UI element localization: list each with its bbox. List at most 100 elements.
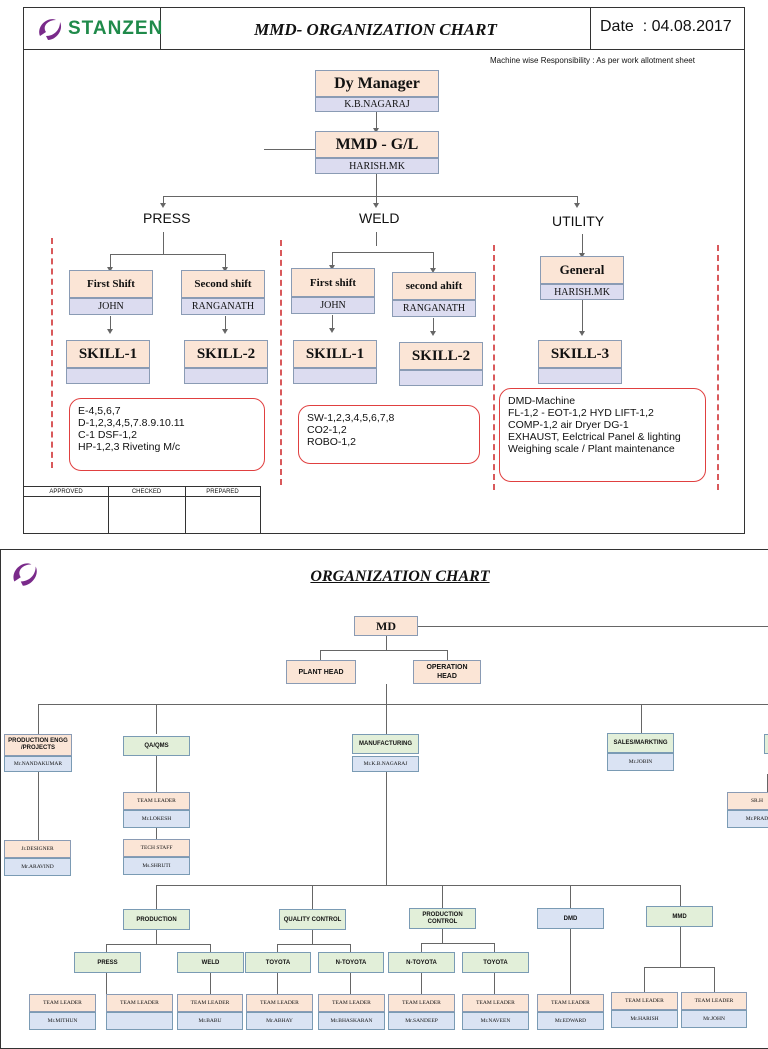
section-press: PRESS bbox=[143, 210, 191, 226]
connector bbox=[38, 704, 39, 734]
machine-item: COMP-1,2 air Dryer DG-1 bbox=[508, 419, 629, 431]
machine-item: HP-1,2,3 Riveting M/c bbox=[78, 441, 181, 453]
weld-first-shift-title: First shift bbox=[291, 268, 375, 297]
weld-skill2: SKILL-2 bbox=[399, 342, 483, 370]
press-skill2-name bbox=[184, 368, 268, 384]
qa-team-leader-title: TEAM LEADER bbox=[123, 792, 190, 810]
partial-sr-name: Mr.PRAD bbox=[727, 810, 768, 828]
connector bbox=[312, 885, 313, 909]
partial-dept-box bbox=[764, 734, 768, 754]
responsibility-note: Machine wise Responsibility : As per wor… bbox=[490, 56, 695, 65]
approval-divider bbox=[108, 487, 109, 533]
manufacturing-name: Mr.K.B.NAGARAJ bbox=[352, 756, 419, 772]
section-utility: UTILITY bbox=[552, 213, 605, 229]
sub-pc-n-toyota: N-TOYOTA bbox=[388, 952, 455, 973]
connector bbox=[332, 252, 433, 253]
sub-qc-n-toyota: N-TOYOTA bbox=[318, 952, 384, 973]
connector bbox=[579, 300, 585, 336]
machine-item: Weighing scale / Plant maintenance bbox=[508, 443, 675, 455]
team-leader-name: Mr.JOHN bbox=[681, 1010, 747, 1028]
connector bbox=[38, 772, 39, 840]
partial-sr-title: SR.H bbox=[727, 792, 768, 810]
sub-press: PRESS bbox=[74, 952, 141, 973]
team-leader-name: Mr.BHASKARAN bbox=[318, 1012, 385, 1030]
utility-general-name: HARISH.MK bbox=[540, 284, 624, 300]
machine-item: D-1,2,3,4,5,7.8.9.10.11 bbox=[78, 417, 185, 429]
connector bbox=[421, 943, 422, 952]
page2-title: ORGANIZATION CHART bbox=[310, 568, 490, 585]
connector bbox=[350, 944, 351, 952]
team-leader-title: TEAM LEADER bbox=[537, 994, 604, 1012]
page1-header bbox=[23, 7, 745, 50]
header-divider bbox=[160, 7, 161, 50]
utility-skill3-name bbox=[538, 368, 622, 384]
connector bbox=[579, 234, 585, 258]
team-leader-name: Mr.SANDEEP bbox=[388, 1012, 455, 1030]
connector bbox=[277, 973, 278, 994]
connector bbox=[106, 944, 107, 952]
connector bbox=[156, 704, 157, 734]
section-weld: WELD bbox=[359, 210, 400, 226]
connector bbox=[376, 174, 377, 196]
connector bbox=[494, 973, 495, 994]
tech-staff-name: Ms.SHRUTI bbox=[123, 857, 190, 875]
connector bbox=[570, 929, 571, 994]
team-leader-name: Mr.EDWARD bbox=[537, 1012, 604, 1030]
team-leader-title: TEAM LEADER bbox=[611, 992, 678, 1010]
press-second-shift-title: Second shift bbox=[181, 270, 265, 298]
connector bbox=[442, 885, 443, 908]
approval-table: APPROVED CHECKED PREPARED bbox=[23, 486, 261, 534]
utility-general-title: General bbox=[540, 256, 624, 284]
connector bbox=[376, 232, 377, 246]
connector bbox=[210, 944, 211, 952]
sales-name: Mr.JOBIN bbox=[607, 753, 674, 771]
separator-dash bbox=[280, 240, 282, 485]
press-machine-list: E-4,5,6,7 D-1,2,3,4,5,7.8.9.10.11 C-1 DS… bbox=[69, 398, 265, 471]
team-leader-title: TEAM LEADER bbox=[106, 994, 173, 1012]
machine-item: C-1 DSF-1,2 bbox=[78, 429, 137, 441]
sub-pc-toyota: TOYOTA bbox=[462, 952, 529, 973]
connector bbox=[277, 944, 350, 945]
weld-skill2-name bbox=[399, 370, 483, 386]
connector bbox=[106, 973, 107, 994]
press-skill1: SKILL-1 bbox=[66, 340, 150, 368]
connector bbox=[386, 772, 387, 885]
approved-label: APPROVED bbox=[49, 488, 83, 495]
checked-label: CHECKED bbox=[131, 488, 162, 495]
connector bbox=[447, 650, 448, 660]
connector bbox=[570, 885, 571, 908]
unit-production: PRODUCTION bbox=[123, 909, 190, 930]
connector bbox=[421, 973, 422, 994]
team-leader-title: TEAM LEADER bbox=[462, 994, 529, 1012]
press-first-shift-title: First Shift bbox=[69, 270, 153, 298]
connector bbox=[430, 318, 436, 336]
mmd-gl-title: MMD - G/L bbox=[315, 131, 439, 158]
stanzen-logo: STANZEN bbox=[34, 14, 162, 44]
connector bbox=[264, 149, 316, 150]
connector bbox=[222, 254, 228, 272]
press-second-shift-name: RANGANATH bbox=[181, 298, 265, 315]
connector bbox=[680, 927, 681, 967]
qa-team-leader-name: Mr.LOKESH bbox=[123, 810, 190, 828]
header-divider bbox=[590, 7, 591, 50]
connector bbox=[329, 252, 335, 270]
unit-dmd: DMD bbox=[537, 908, 604, 929]
connector bbox=[312, 930, 313, 944]
connector bbox=[574, 196, 580, 208]
team-leader-name: Mr.NAVEEN bbox=[462, 1012, 529, 1030]
press-skill2: SKILL-2 bbox=[184, 340, 268, 368]
connector bbox=[373, 112, 379, 133]
connector bbox=[373, 196, 379, 208]
separator-dash bbox=[717, 245, 719, 490]
connector bbox=[156, 930, 157, 944]
connector bbox=[680, 885, 681, 906]
team-leader-name: Mr.ABHAY bbox=[246, 1012, 313, 1030]
connector bbox=[644, 967, 645, 992]
connector bbox=[430, 252, 436, 273]
page1-title: MMD- ORGANIZATION CHART bbox=[254, 20, 497, 39]
press-first-shift-name: JOHN bbox=[69, 298, 153, 315]
connector bbox=[350, 973, 351, 994]
connector bbox=[714, 967, 715, 992]
machine-item: SW-1,2,3,4,5,6,7,8 bbox=[307, 412, 395, 424]
stanzen-logo-icon bbox=[39, 19, 62, 40]
